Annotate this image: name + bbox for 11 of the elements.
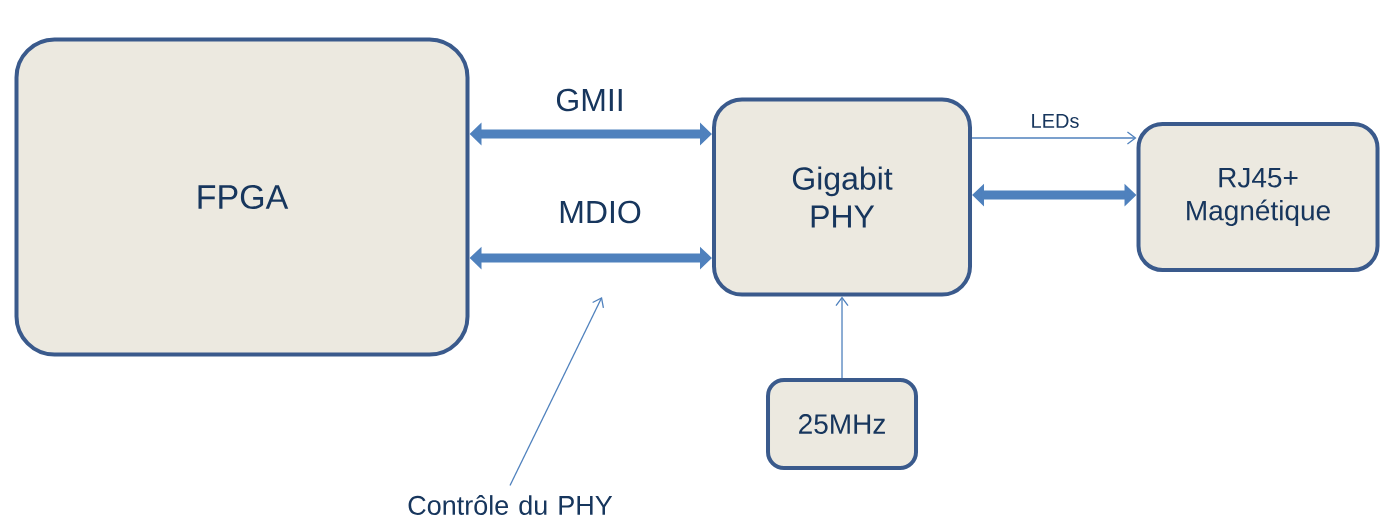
- annotation-text: Contrôle du PHY: [408, 495, 613, 515]
- edge-label: LEDs: [1029, 113, 1081, 129]
- rounded-box: RJ45+ Magnétique: [1136, 122, 1380, 272]
- arrow: [509, 297, 605, 487]
- rounded-box: Gigabit PHY: [712, 97, 972, 297]
- rounded-box: 25MHz: [766, 378, 918, 470]
- arrow: [835, 296, 849, 379]
- arrow: [971, 131, 1137, 145]
- rounded-box: FPGA: [14, 37, 470, 357]
- edge-label: MDIO: [557, 199, 643, 225]
- edge-label: GMII: [554, 87, 626, 113]
